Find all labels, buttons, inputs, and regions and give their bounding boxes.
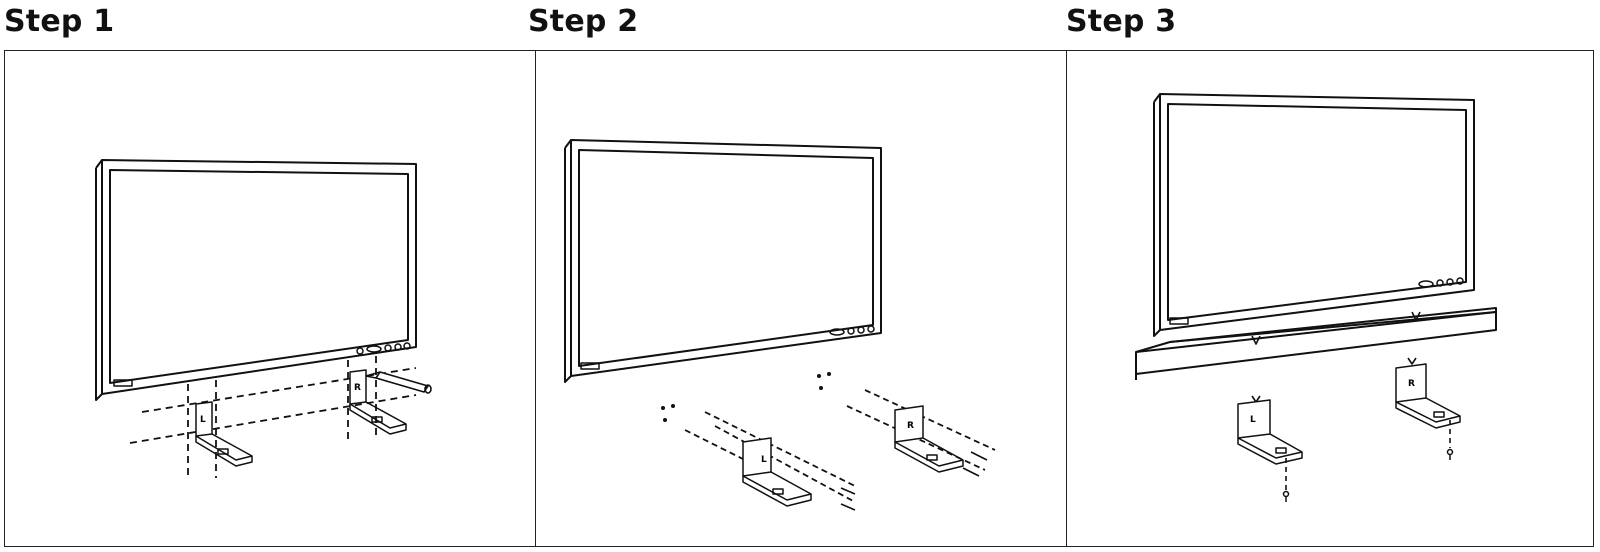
display-buttons — [1418, 277, 1464, 288]
bracket-label-right: R — [354, 383, 361, 393]
step-1-panel: L R — [4, 50, 536, 547]
display-screen — [95, 159, 417, 401]
step-1-illustration: L R — [95, 159, 432, 478]
panel-divider — [535, 50, 536, 547]
soundbar — [1135, 307, 1497, 380]
step-3-panel: L R — [1066, 50, 1598, 547]
bracket-right — [894, 405, 964, 473]
bracket-left — [1237, 399, 1303, 465]
step-3-illustration: L R — [1135, 93, 1497, 502]
step-1-title: Step 1 — [4, 4, 115, 39]
bracket-label-right: R — [907, 421, 914, 431]
bracket-label-left: L — [1250, 415, 1256, 425]
bracket-left — [742, 437, 812, 507]
step-2-illustration: L R — [564, 139, 996, 511]
panel-divider — [1066, 50, 1067, 547]
bracket-right — [1395, 363, 1461, 429]
screw-guides — [1285, 420, 1451, 490]
step-3-title: Step 3 — [1066, 4, 1177, 39]
display-buttons — [829, 325, 875, 336]
step-2-panel: L R — [535, 50, 1067, 547]
step-2-title: Step 2 — [528, 4, 639, 39]
bracket-right — [349, 369, 407, 435]
bracket-label-left: L — [761, 455, 767, 465]
pencil-icon — [365, 371, 432, 394]
display-screen — [564, 139, 882, 383]
bracket-left — [195, 401, 253, 467]
display-screen — [1153, 93, 1475, 337]
screw-dots — [661, 372, 831, 422]
screw-guides — [684, 389, 996, 503]
bracket-label-left: L — [200, 415, 206, 425]
diagram-frame — [4, 50, 1594, 547]
display-buttons — [356, 342, 411, 355]
screws — [1282, 448, 1454, 502]
bracket-label-right: R — [1408, 379, 1415, 389]
screws — [840, 451, 988, 511]
